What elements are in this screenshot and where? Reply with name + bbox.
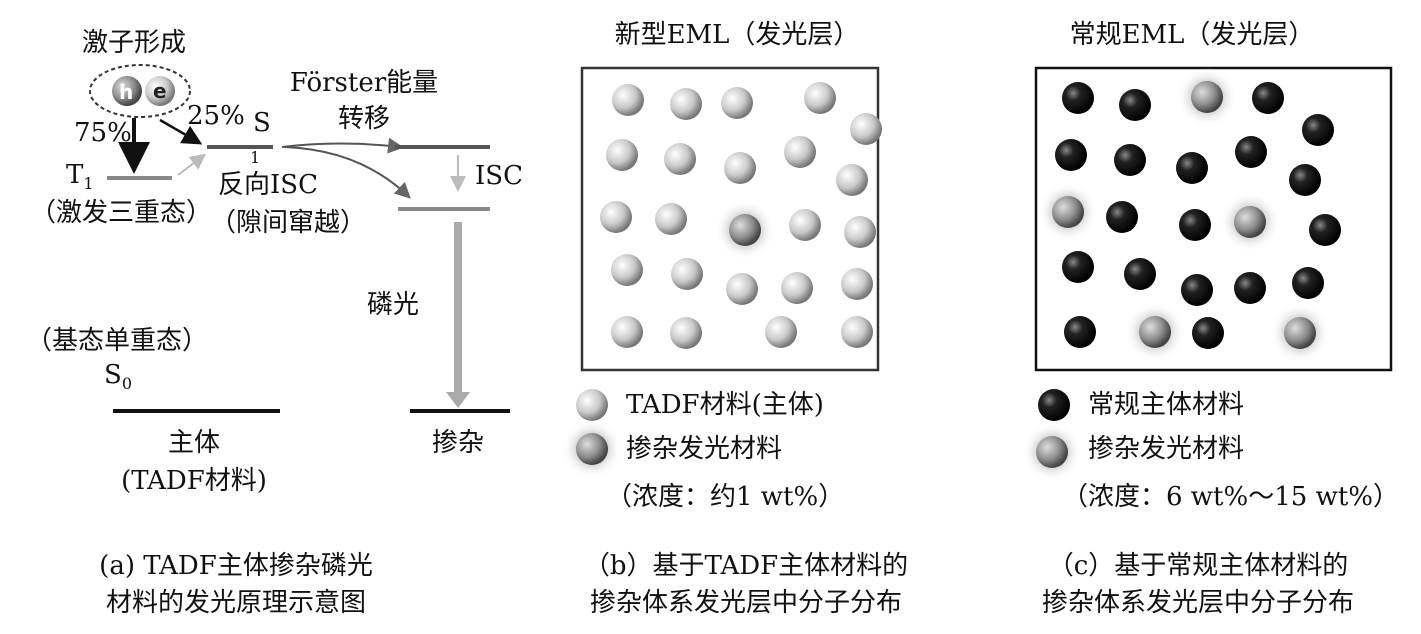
tadf-host-molecule [606, 139, 638, 171]
caption-a-line2: 材料的发光原理示意图 [105, 588, 367, 618]
tadf-host-molecule [781, 272, 813, 304]
panel-b-title: 新型EML（发光层） [614, 20, 860, 50]
host-material-label: (TADF材料) [121, 466, 267, 496]
tadf-host-molecule [841, 316, 873, 348]
electron-label: e [153, 79, 167, 103]
dopant-label: 掺杂 [431, 428, 485, 458]
conventional-host-molecule [1292, 267, 1324, 299]
exciton-formation-title: 激子形成 [81, 28, 187, 58]
risc-arrow [177, 153, 207, 176]
tadf-host-molecule [789, 209, 821, 241]
concentration-b: （浓度：约1 wt%） [606, 482, 845, 512]
conventional-host-molecule [1234, 272, 1266, 304]
legend-b-host-icon [576, 389, 608, 421]
dopant-molecule [1284, 317, 1316, 349]
tadf-host-molecule [836, 164, 868, 196]
tadf-host-molecule [726, 273, 758, 305]
tadf-host-molecule [784, 136, 816, 168]
conventional-host-molecule [1114, 144, 1146, 176]
panel-c-title: 常规EML（发光层） [1069, 20, 1315, 50]
tadf-host-molecule [850, 113, 882, 145]
conventional-host-molecule [1124, 258, 1156, 290]
tadf-host-molecule [670, 88, 702, 120]
tadf-host-molecule [612, 84, 644, 116]
legend-b-host: TADF材料(主体) [626, 390, 824, 420]
conventional-host-molecule [1181, 274, 1213, 306]
dopant-molecule [1191, 81, 1223, 113]
conventional-host-molecule [1176, 152, 1208, 184]
tadf-host-molecule [655, 203, 687, 235]
legend-b-dopant-icon [576, 433, 608, 465]
conventional-host-molecule [1192, 317, 1224, 349]
tadf-host-molecule [844, 216, 876, 248]
phosphorescence-label: 磷光 [367, 290, 420, 320]
singlet-arrow [159, 118, 203, 145]
singlet-percent: 25% [187, 101, 245, 131]
host-label: 主体 [167, 428, 221, 458]
dopant-molecule [1139, 316, 1171, 348]
caption-c-line1: （c）基于常规主体材料的 [1047, 551, 1349, 581]
caption-a-line1: (a) TADF主体掺杂磷光 [99, 551, 373, 581]
tadf-host-molecule [600, 201, 632, 233]
caption-b-line1: （b）基于TADF主体材料的 [583, 551, 909, 581]
s1-label: S [253, 108, 271, 138]
conventional-host-molecule [1235, 136, 1267, 168]
risc-description: （隙间窜越） [210, 208, 367, 238]
legend-c-dopant-icon [1036, 436, 1068, 468]
tadf-host-molecule [611, 316, 643, 348]
forster-arrow-1 [281, 137, 404, 154]
tadf-host-molecule [804, 82, 836, 114]
tadf-host-molecule [611, 254, 643, 286]
eml-box-new [580, 66, 880, 372]
tadf-host-molecule [664, 143, 696, 175]
tadf-host-molecule [765, 316, 797, 348]
triplet-percent: 75% [74, 118, 132, 148]
conventional-host-molecule [1252, 82, 1284, 114]
dopant-molecule [1052, 196, 1084, 228]
s0-description: （基态单重态） [26, 326, 209, 356]
hole-particle [112, 76, 142, 106]
legend-c-host: 常规主体材料 [1088, 390, 1245, 420]
forster-label: Förster能量 [289, 68, 439, 98]
conventional-host-molecule [1062, 82, 1094, 114]
conventional-host-molecule [1309, 214, 1341, 246]
legend-c-host-icon [1038, 389, 1070, 421]
forster-arrow-2 [284, 146, 411, 199]
conventional-host-molecule [1055, 139, 1087, 171]
dopant-molecule [729, 214, 761, 246]
tadf-host-molecule [841, 268, 873, 300]
tadf-host-molecule [724, 152, 756, 184]
s1-subscript: 1 [250, 148, 261, 167]
t1-description: （激发三重态） [30, 198, 213, 228]
caption-c-line2: 掺杂体系发光层中分子分布 [1041, 588, 1355, 618]
exciton-ellipse [89, 64, 191, 118]
conventional-host-molecule [1064, 316, 1096, 348]
conventional-host-molecule [1289, 164, 1321, 196]
concentration-c: （浓度：6 wt%～15 wt%） [1062, 482, 1399, 512]
dopant-molecule [1234, 206, 1266, 238]
caption-b-line2: 掺杂体系发光层中分子分布 [589, 588, 903, 618]
conventional-host-molecule [1179, 209, 1211, 241]
tadf-host-molecule [721, 87, 753, 119]
conventional-host-molecule [1302, 114, 1334, 146]
t1-label: T1 [66, 160, 94, 194]
legend-c-dopant: 掺杂发光材料 [1088, 434, 1245, 464]
legend-b-dopant: 掺杂发光材料 [626, 434, 783, 464]
tadf-host-molecule [670, 317, 702, 349]
isc-label: ISC [475, 161, 523, 191]
s0-label: S0 [104, 360, 132, 394]
risc-label: 反向ISC [218, 170, 318, 200]
tadf-host-molecule [671, 258, 703, 290]
electron-particle [145, 76, 175, 106]
hole-label: h [119, 80, 134, 104]
forster-label-2: 转移 [337, 104, 391, 134]
conventional-host-molecule [1062, 251, 1094, 283]
conventional-host-molecule [1119, 89, 1151, 121]
conventional-host-molecule [1106, 201, 1138, 233]
